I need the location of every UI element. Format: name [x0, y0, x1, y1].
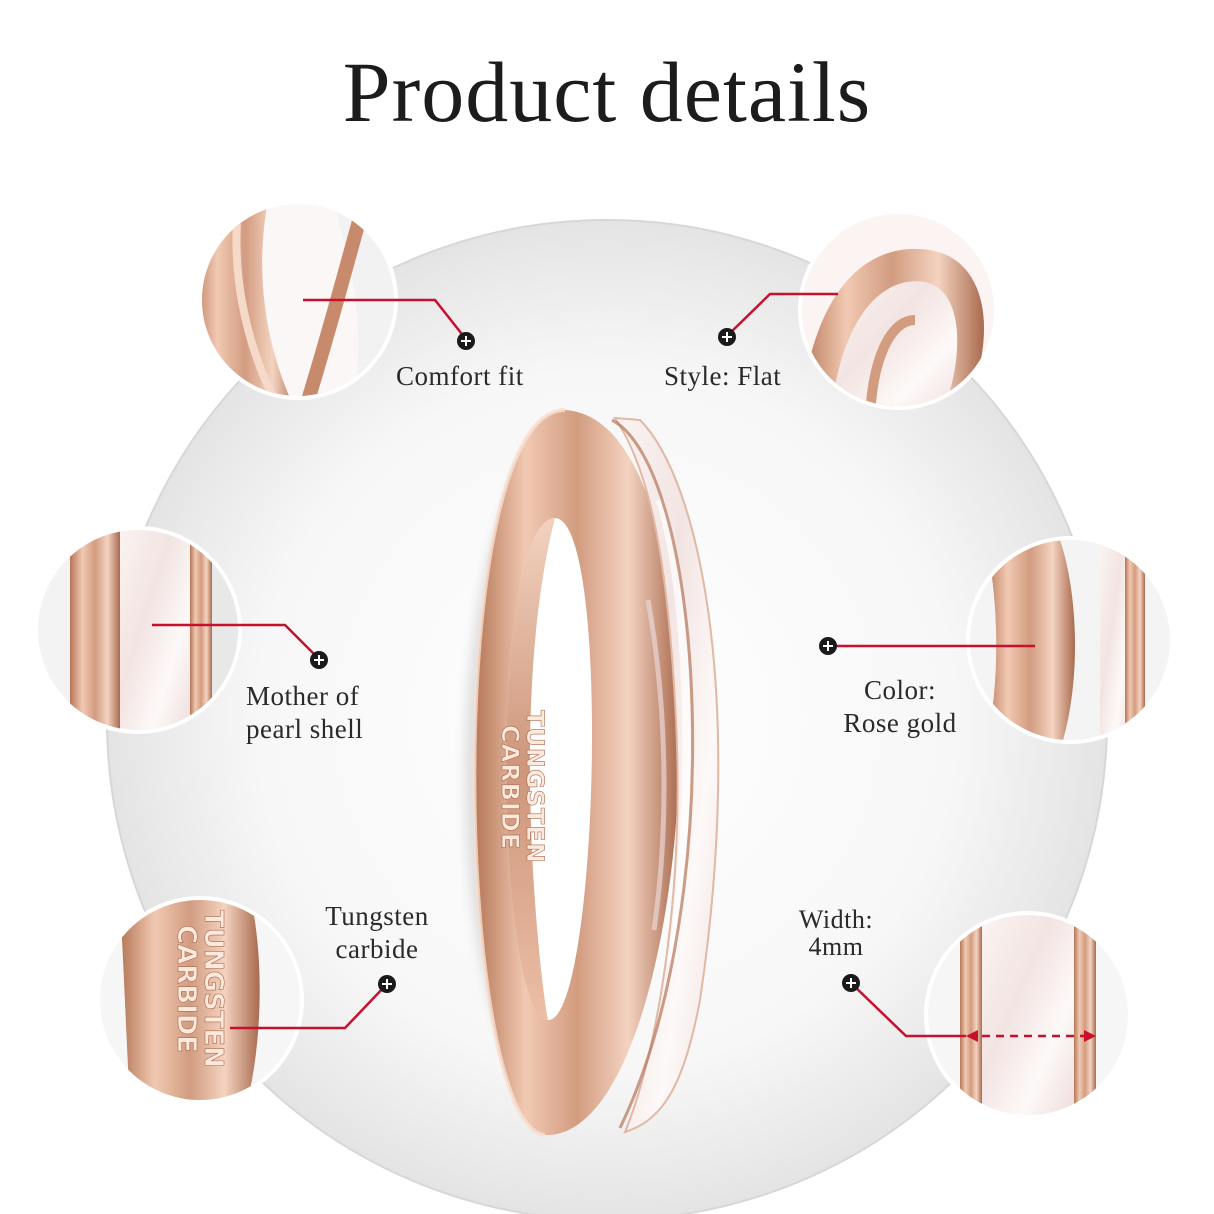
ring-engraving-line1: TUNGSTEN: [521, 710, 549, 864]
page-title: Product details: [342, 44, 872, 140]
plus-circle-icon: [819, 637, 837, 655]
detail-engraving-line1: TUNGSTEN: [198, 910, 228, 1068]
callout-line-style: [726, 292, 838, 337]
callout-line-tungsten-carbide: [230, 983, 388, 1030]
callout-line-mother-of-pearl: [152, 623, 319, 659]
label-color: Color: Rose gold: [843, 675, 957, 738]
callout-line-width: [851, 983, 966, 1038]
detail-circle-style-flat: [798, 210, 998, 410]
plus-circle-icon: [378, 975, 396, 993]
detail-circle-color: [966, 536, 1174, 744]
label-mother-of-pearl: Mother of pearl shell: [246, 681, 364, 744]
plus-circle-icon: [310, 651, 328, 669]
main-ring-image: TUNGSTEN CARBIDE: [465, 408, 720, 1137]
plus-circle-icon: [457, 332, 475, 350]
detail-circle-tungsten-carbide: TUNGSTEN CARBIDE: [96, 896, 304, 1104]
label-tungsten-carbide: Tungsten carbide: [325, 901, 429, 964]
label-comfort-fit: Comfort fit: [396, 361, 524, 391]
callout-line-comfort-fit: [303, 298, 466, 339]
plus-circle-icon: [718, 328, 736, 346]
detail-circle-width: [924, 911, 1132, 1119]
label-style: Style: Flat: [664, 361, 782, 391]
label-width: Width: 4mm: [798, 905, 874, 961]
ring-engraving-line2: CARBIDE: [496, 725, 524, 850]
detail-engraving-line2: CARBIDE: [171, 925, 201, 1053]
plus-circle-icon: [842, 974, 860, 992]
